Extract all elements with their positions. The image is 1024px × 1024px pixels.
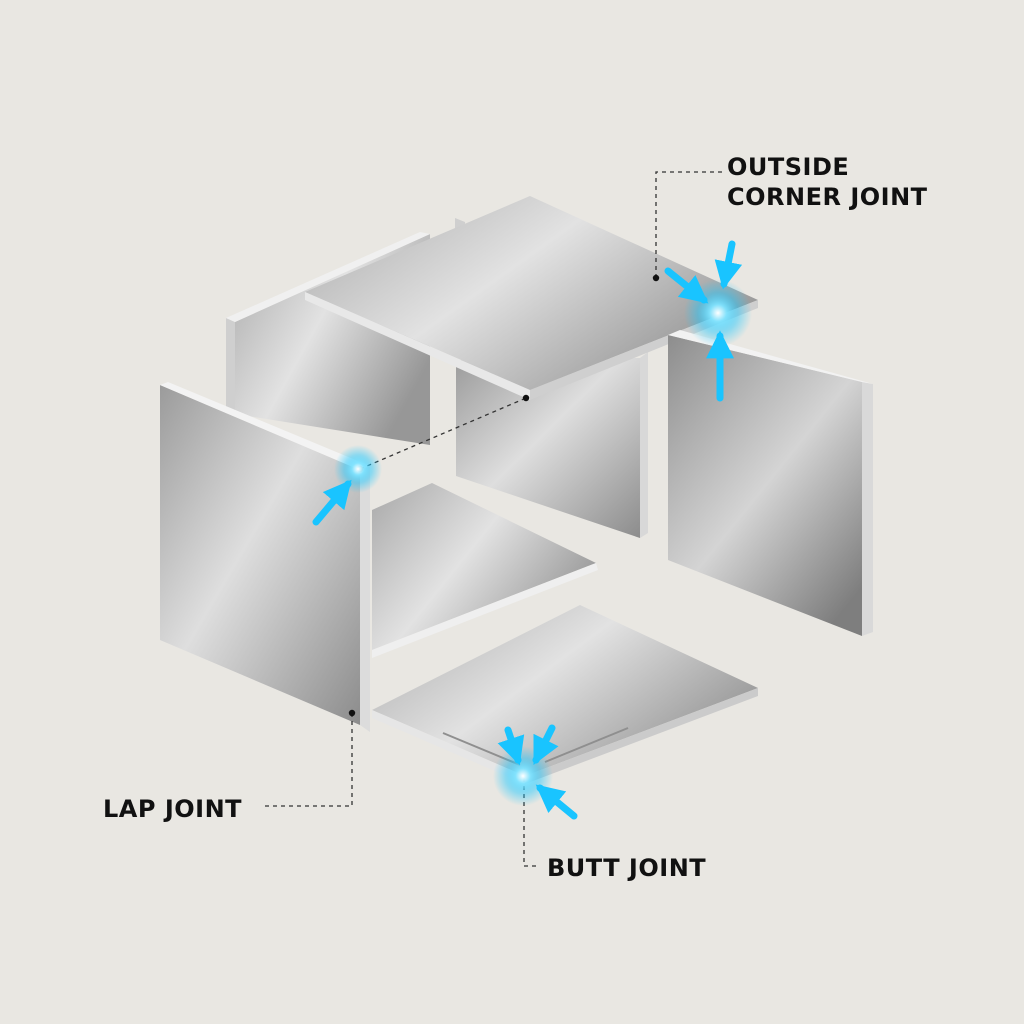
outside-corner-leader bbox=[655, 171, 722, 278]
front-left-panel bbox=[160, 382, 370, 732]
leader-lines bbox=[262, 171, 722, 867]
bottom-plate bbox=[372, 605, 758, 784]
butt-joint-leader bbox=[523, 778, 540, 867]
outside-corner-label-line1: OUTSIDE bbox=[727, 153, 850, 181]
lap-joint-leader bbox=[262, 713, 353, 807]
right-panel bbox=[668, 330, 873, 636]
weld-seam bbox=[544, 727, 629, 763]
middle-plate bbox=[372, 483, 598, 658]
outside-corner-label-line2: CORNER JOINT bbox=[727, 183, 928, 211]
butt-joint-label: BUTT JOINT bbox=[547, 854, 707, 882]
arrow-icon bbox=[312, 240, 743, 820]
outside-corner-joint-label: OUTSIDE CORNER JOINT bbox=[727, 152, 928, 212]
lap-joint-label: LAP JOINT bbox=[103, 795, 243, 823]
lap-joint-connector bbox=[359, 397, 527, 470]
